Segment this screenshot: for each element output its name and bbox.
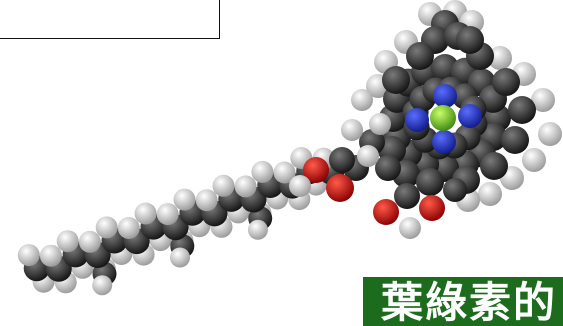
hydrogen-atom [95, 216, 118, 239]
hydrogen-atom [56, 230, 79, 253]
oxygen-atom [419, 195, 445, 221]
hydrogen-atom [289, 175, 311, 197]
carbon-atom [329, 147, 355, 173]
hydrogen-atom [17, 244, 40, 267]
carbon-atom [508, 96, 536, 124]
hydrogen-atom [341, 119, 363, 141]
hydrogen-atom [170, 247, 190, 268]
hydrogen-atom [134, 202, 157, 225]
oxygen-atom [303, 157, 329, 183]
hydrogen-atom [369, 113, 391, 135]
nitrogen-atom [433, 84, 457, 108]
hydrogen-atom [351, 89, 373, 111]
hydrogen-atom [399, 217, 421, 239]
hydrogen-atom [39, 244, 62, 267]
hydrogen-atom [522, 148, 546, 172]
hydrogen-atom [117, 217, 140, 239]
hydrogen-atom [357, 145, 379, 167]
atom-group [17, 0, 562, 296]
nitrogen-atom [405, 108, 429, 132]
hydrogen-atom [78, 230, 101, 253]
hydrogen-atom [538, 122, 562, 146]
hydrogen-atom [247, 219, 268, 240]
hydrogen-atom [173, 188, 196, 211]
oxygen-atom [373, 199, 399, 225]
hydrogen-atom [212, 174, 235, 197]
carbon-atom [456, 26, 484, 54]
carbon-atom [443, 178, 467, 202]
hydrogen-atom [156, 203, 179, 226]
title-banner: 葉綠素的 [363, 277, 563, 326]
nitrogen-atom [432, 130, 456, 154]
carbon-atom [480, 152, 508, 180]
carbon-atom [394, 183, 420, 209]
magnesium-atom [430, 105, 456, 131]
hydrogen-atom [251, 160, 274, 183]
hydrogen-atom [478, 182, 502, 206]
hydrogen-atom [531, 88, 555, 112]
hydrogen-atom [273, 161, 296, 184]
carbon-atom [416, 168, 444, 196]
carbon-atom [501, 126, 529, 154]
carbon-atom [406, 42, 434, 70]
banner-text: 葉綠素的 [381, 278, 558, 326]
hydrogen-atom [234, 175, 257, 198]
empty-label-box [0, 0, 220, 39]
carbon-atom [382, 66, 410, 94]
hydrogen-atom [195, 189, 218, 212]
hydrogen-atom [488, 46, 512, 70]
hydrogen-atom [92, 275, 113, 296]
carbon-atom [375, 155, 401, 181]
oxygen-atom [326, 174, 354, 202]
nitrogen-atom [458, 104, 482, 128]
carbon-atom [492, 68, 520, 96]
